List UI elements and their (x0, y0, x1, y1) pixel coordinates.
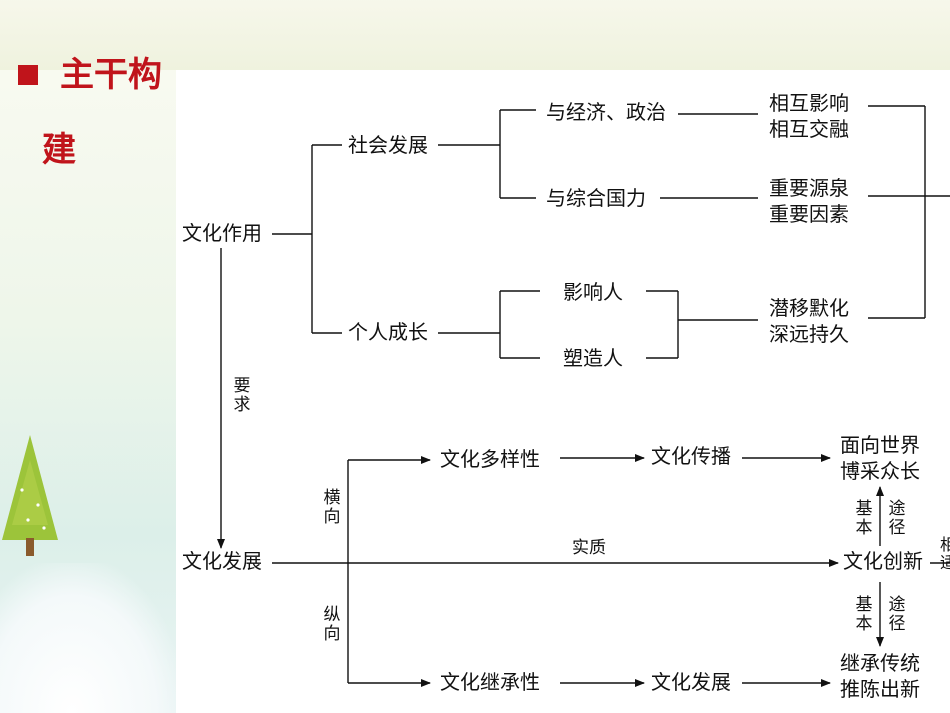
basic-path-down-col2-text: 途径 (888, 595, 906, 635)
node-with-economy-politics: 与经济、政治 (546, 100, 666, 124)
edge-label-vertical: 纵 向 (323, 605, 341, 645)
node-cultural-inheritance: 文化继承性 (440, 670, 540, 694)
node-inherit-innovate: 继承传统 推陈出新 (840, 650, 920, 702)
heading-line-2: 建 (42, 130, 76, 170)
mutual-influence-line2: 相互交融 (769, 117, 849, 141)
edge-label-horizontal: 横 向 (323, 488, 341, 528)
vertical-line1: 纵 (323, 605, 341, 625)
node-face-world: 面向世界 博采众长 (840, 432, 920, 484)
node-culture-development: 文化发展 (182, 549, 262, 573)
edge-label-basic-path-up-col2: 途径 (888, 499, 906, 539)
node-cultural-innovation: 文化创新 (843, 549, 923, 573)
christmas-tree-icon (2, 435, 58, 556)
node-mutual-influence: 相互影响 相互交融 (769, 90, 849, 142)
node-influence-people: 影响人 (563, 280, 623, 304)
node-with-national-strength: 与综合国力 (546, 186, 646, 210)
node-personal-growth: 个人成长 (348, 320, 428, 344)
important-source-line1: 重要源泉 (769, 176, 849, 200)
vertical-line2: 向 (323, 624, 341, 645)
node-culture-development-2: 文化发展 (651, 670, 731, 694)
requirement-line1: 要 (233, 376, 251, 396)
face-world-line2: 博采众长 (840, 459, 920, 483)
edge-label-basic-path-down-col2: 途径 (888, 595, 906, 635)
edge-label-basic-path-down-col1: 基本 (855, 595, 873, 635)
top-band (0, 0, 950, 70)
mutual-influence-line1: 相互影响 (769, 91, 849, 115)
slide-heading: 主干构 (18, 58, 162, 92)
node-cultural-spread: 文化传播 (651, 444, 731, 468)
node-cultural-diversity: 文化多样性 (440, 447, 540, 471)
edge-label-requirement: 要 求 (233, 376, 251, 416)
node-culture-function: 文化作用 (182, 221, 262, 245)
basic-path-up-col1-text: 基本 (855, 499, 873, 539)
important-source-line2: 重要因素 (769, 202, 849, 226)
node-important-source: 重要源泉 重要因素 (769, 175, 849, 227)
basic-path-down-col1-text: 基本 (855, 595, 873, 635)
cut-off-right-2: 适 (940, 552, 950, 572)
node-shape-people: 塑造人 (563, 346, 623, 370)
subtle-line2: 深远持久 (769, 322, 849, 346)
cut-off-right-1: 相 (940, 536, 950, 554)
square-bullet-icon (18, 65, 38, 85)
inherit-line2: 推陈出新 (840, 677, 920, 701)
face-world-line1: 面向世界 (840, 433, 920, 457)
heading-line-1: 主干构 (60, 55, 162, 95)
cut-off-label-right: 相 适 (940, 536, 950, 572)
snow-ground (0, 563, 180, 713)
horizontal-line1: 横 (323, 488, 341, 508)
basic-path-up-col2-text: 途径 (888, 499, 906, 539)
subtle-line1: 潜移默化 (769, 296, 849, 320)
node-social-development: 社会发展 (348, 133, 428, 157)
requirement-line2: 求 (233, 395, 251, 416)
inherit-line1: 继承传统 (840, 651, 920, 675)
horizontal-line2: 向 (323, 507, 341, 528)
node-subtle-lasting: 潜移默化 深远持久 (769, 295, 849, 347)
diagram-panel (176, 70, 950, 713)
edge-label-basic-path-up-col1: 基本 (855, 499, 873, 539)
edge-label-essence: 实质 (572, 538, 606, 558)
